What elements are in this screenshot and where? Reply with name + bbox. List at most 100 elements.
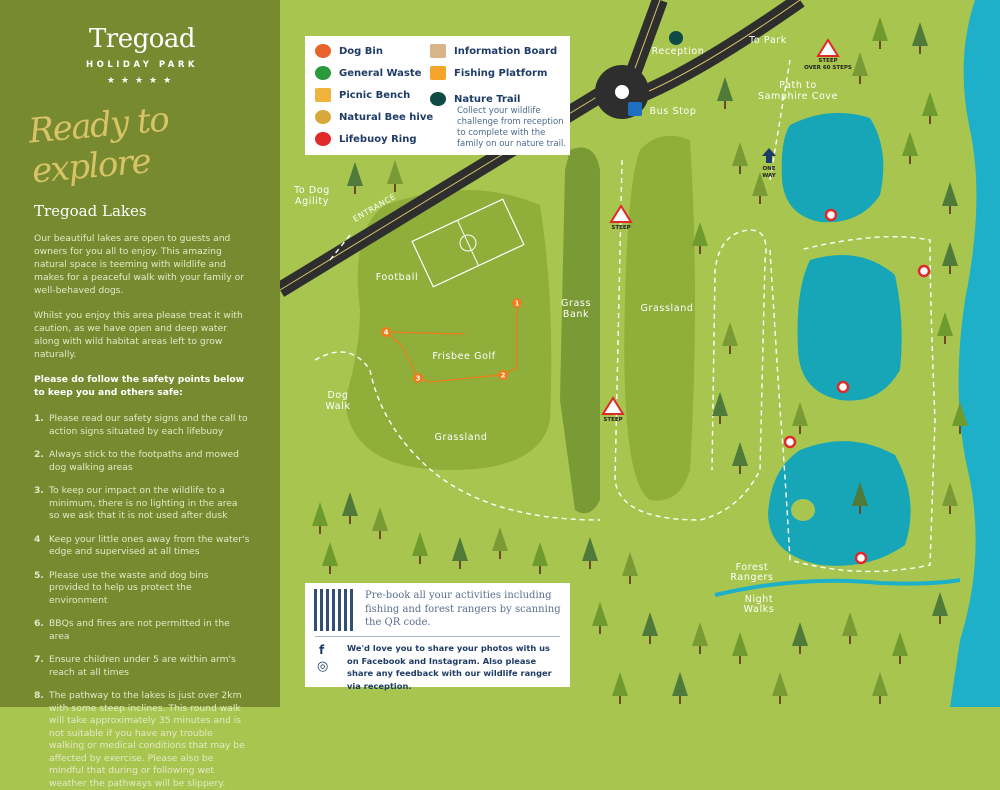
tree-icon [942,182,958,214]
caution-text: Whilst you enjoy this area please treat … [34,310,243,360]
tree-icon [717,77,733,109]
booking-box: Pre-book all your activities including f… [305,583,570,691]
point-text: Keep your little ones away from the wate… [49,533,250,558]
fishing-platform-icon [430,66,446,80]
map-label: Samphire Cove [758,91,838,102]
instagram-icon[interactable]: ◎ [317,659,329,674]
beehive-icon [315,110,331,124]
frisbee-hole-number: 2 [501,372,506,380]
map-label: Football [376,272,418,283]
lifebuoy-icon [836,380,850,394]
point-number: 6. [34,618,44,629]
tree-icon [892,632,908,664]
facebook-icon[interactable]: f [319,643,325,657]
tagline: Ready to explore [26,99,170,192]
map-label: Agility [295,196,329,207]
map-label: ONE [762,166,775,172]
divider [315,636,560,637]
point-text: The pathway to the lakes is just over 2k… [49,690,245,789]
grass-bank [560,147,600,514]
map-label: STEEP [818,58,837,64]
point-text: Ensure children under 5 are within arm's… [49,654,236,678]
tree-icon [722,322,738,354]
tree-icon [852,52,868,84]
tree-icon [952,402,968,434]
map-label: To Dog [293,185,330,196]
tree-icon [852,482,868,514]
footpaths [314,59,936,573]
point-text: To keep our impact on the wildlife to a … [49,485,238,521]
lifebuoy-icon [854,551,868,565]
grassland-field [345,190,552,470]
tree-icon [937,312,953,344]
tree-icon [692,222,708,254]
brand-name: Tregoad [88,24,196,54]
butterfly-icon [430,92,446,106]
tree-icon [932,592,948,624]
map-label: Path to [779,80,817,91]
waste-bin-icon [315,66,331,80]
lake-island [791,499,815,521]
tree-icon [902,132,918,164]
map-label: Reception [652,46,705,57]
lake-top [781,112,884,223]
map-label: STEEP [603,417,622,423]
legend-label: Fishing Platform [454,67,548,79]
tree-icon [672,672,688,704]
safety-point: 6. BBQs and fires are not permitted in th… [34,618,250,643]
legend-item: Natural Bee hive [315,110,433,124]
tree-icon [592,602,608,634]
tree-icon [942,482,958,514]
map-label: WAY [762,173,777,179]
picnic-bench-icon [315,88,331,102]
tree-icon [612,672,628,704]
frisbee-hole-marker [512,298,522,308]
tree-icon [872,17,888,49]
legend-item: Lifebuoy Ring [315,132,417,146]
panel-title: Tregoad Lakes [34,202,147,220]
tree-icon [732,632,748,664]
bus-stop-icon [628,102,642,116]
point-number: 2. [34,449,44,460]
safety-points: 1.Please read our safety signs and the c… [34,413,250,790]
tree-icon [712,392,728,424]
tree-icon [842,612,858,644]
lifebuoy-icon [315,132,331,146]
legend-label: General Waste [339,67,422,79]
point-number: 1. [34,413,44,424]
map-label: Grassland [641,303,694,314]
map-label: Frisbee Golf [432,351,495,362]
tree-icon [342,492,358,524]
tree-icon [772,672,788,704]
point-text: Always stick to the footpaths and mowed … [49,449,239,473]
frisbee-hole-number: 1 [515,300,520,308]
legend-label: Dog Bin [339,45,383,57]
brand-logo: Tregoad HOLIDAY PARK ★★★★★ [34,24,250,86]
safety-point: 7.Ensure children under 5 are within arm… [34,654,250,679]
legend-label: Nature Trail [454,93,521,105]
qr-code[interactable] [314,589,356,631]
map-label: To Park [748,35,787,46]
stream [714,578,961,597]
legend-item: Information Board [430,44,557,58]
map-label: Rangers [730,572,773,583]
tree-icon [412,532,428,564]
point-text: BBQs and fires are not permitted in the … [49,618,230,642]
frisbee-hole-number: 4 [384,329,389,337]
lifebuoy-icon [824,208,838,222]
tree-icon [752,172,768,204]
roundabout-centre [615,85,629,99]
map-label: Walk [325,401,350,412]
one-way-arrow-icon [762,148,776,163]
lake-bottom [768,441,911,566]
brand-stars: ★★★★★ [106,76,178,86]
tree-icon [912,22,928,54]
map-label: Dog [328,390,349,401]
safety-point: 3.To keep our impact on the wildlife to … [34,485,250,523]
info-board-icon [430,44,446,58]
lifebuoy-icon [783,435,797,449]
tree-icon [942,242,958,274]
tree-icon [387,160,403,192]
legend-label: Information Board [454,45,558,57]
